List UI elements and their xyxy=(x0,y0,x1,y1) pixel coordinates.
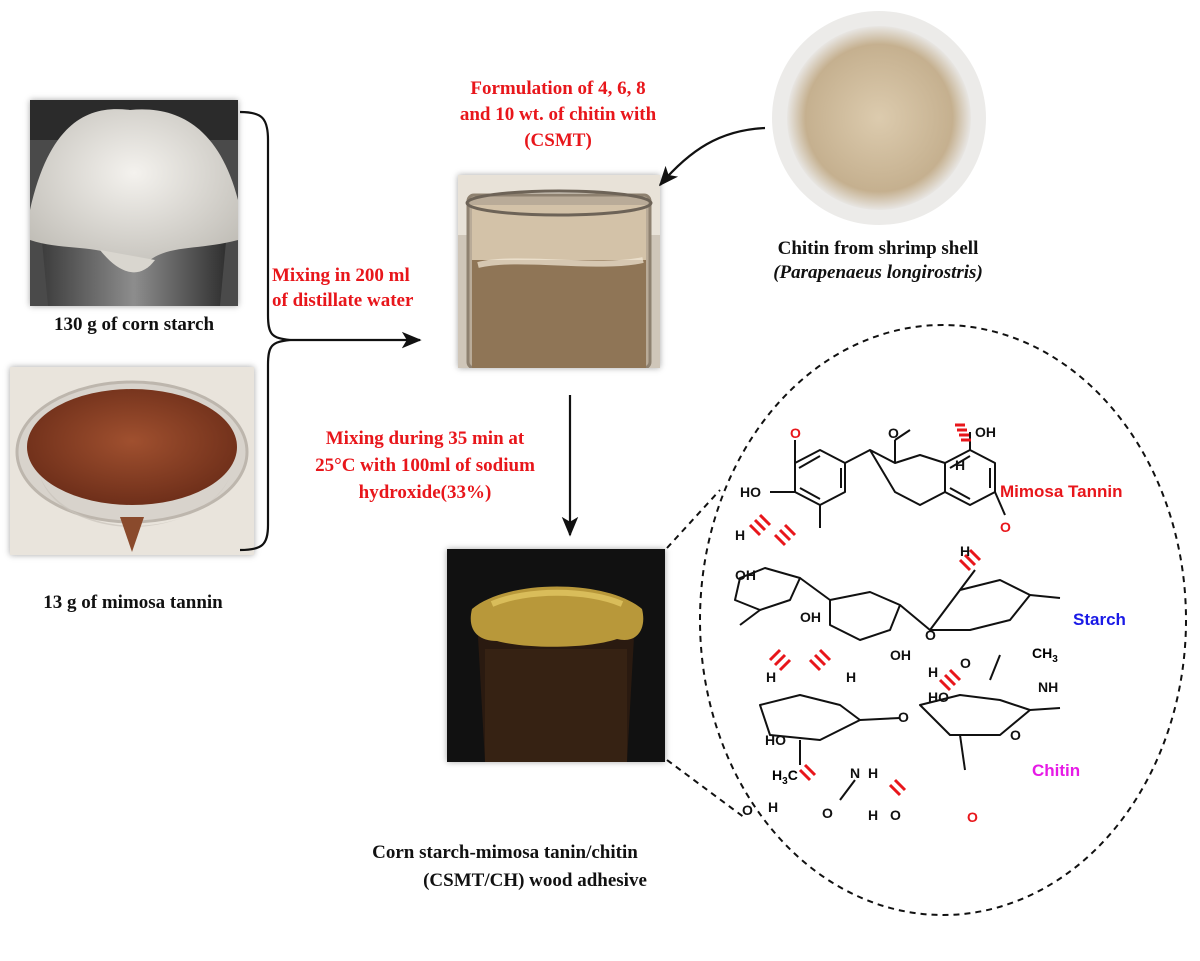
atom-o-4: O xyxy=(925,627,936,643)
chitin-add-arrow xyxy=(660,128,765,185)
atom-h-7: H xyxy=(868,765,878,781)
atom-o-11: O xyxy=(890,807,901,823)
atom-oh-1: OH xyxy=(975,424,996,440)
ingredients-brace xyxy=(240,112,290,550)
starch-tag: Starch xyxy=(1073,610,1126,629)
atom-h-1: H xyxy=(955,457,965,473)
atom-o-1: O xyxy=(790,425,801,441)
atom-ho-3: HO xyxy=(928,689,949,705)
atom-n: N xyxy=(850,765,860,781)
chitin-tag: Chitin xyxy=(1032,761,1080,780)
atom-h-5: H xyxy=(846,669,856,685)
atom-ho-2: HO xyxy=(765,732,786,748)
atom-o-5: O xyxy=(898,709,909,725)
atom-o-9: O xyxy=(822,805,833,821)
atom-o-7: O xyxy=(960,655,971,671)
atom-oh-3: OH xyxy=(800,609,821,625)
h3c-group: H3C xyxy=(772,767,798,787)
atom-oh-2: OH xyxy=(735,567,756,583)
atom-h-4: H xyxy=(766,669,776,685)
atom-h-9: H xyxy=(768,799,778,815)
atom-o-6: O xyxy=(1010,727,1021,743)
atom-h-6: H xyxy=(928,664,938,680)
atom-h-2: H xyxy=(735,527,745,543)
atom-o-8: O xyxy=(742,802,753,818)
atom-h-3: H xyxy=(960,543,970,559)
atom-oh-4: OH xyxy=(890,647,911,663)
mimosa-tannin-tag: Mimosa Tannin xyxy=(1000,482,1122,501)
atom-o-2: O xyxy=(888,425,899,441)
atom-o-3: O xyxy=(1000,519,1011,535)
atom-nh: NH xyxy=(1038,679,1058,695)
ch3-group: CH3 xyxy=(1032,645,1058,665)
atom-o-10: O xyxy=(967,809,978,825)
atom-h-8: H xyxy=(868,807,878,823)
atom-ho-1: HO xyxy=(740,484,761,500)
zoom-line-top xyxy=(667,490,720,548)
